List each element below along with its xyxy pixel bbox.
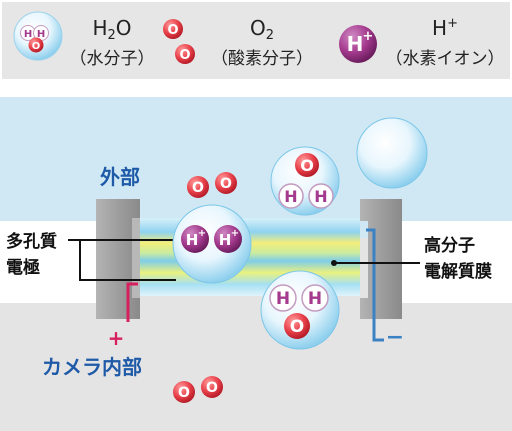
legend-hydrogen-ion-icon: H +: [339, 25, 377, 63]
hion-1-h: H: [186, 231, 199, 249]
legend-water-h1: H: [24, 29, 32, 40]
oxygen-outside-o2: O: [220, 176, 232, 192]
camera-inside-label: カメラ内部: [42, 355, 142, 379]
legend-hydrogen-ion-formula: H+: [432, 16, 458, 40]
legend-oxygen-o2: O: [179, 48, 190, 63]
legend-oxygen-caption: （酸素分子）: [211, 49, 313, 69]
hydrogen-ions-bubble: H + H +: [172, 204, 252, 284]
oxygen-inside-o2: O: [206, 380, 218, 396]
legend-oxygen-o1: O: [167, 23, 178, 38]
water-molecule-bottom: H H O: [260, 270, 340, 350]
legend-panel: [2, 2, 510, 79]
outside-area: [0, 97, 512, 238]
electrode-leader-lines: [68, 239, 176, 281]
membrane-label-2: 電解質膜: [424, 261, 492, 282]
minus-terminal-label: −: [386, 325, 404, 350]
outside-label: 外部: [100, 165, 140, 189]
legend-water-icon: H H O: [13, 11, 63, 61]
water-top-o: O: [300, 156, 314, 175]
plus-terminal-label: +: [108, 326, 125, 350]
legend-oxygen-icon: O O: [163, 19, 195, 64]
oxygen-molecule-inside: O O: [173, 376, 223, 403]
porous-electrode-label-2: 電極: [6, 257, 40, 278]
minus-wire: [366, 228, 384, 342]
water-top-h2: H: [314, 187, 327, 206]
porous-electrode-label-1: 多孔質: [6, 231, 57, 252]
oxygen-outside-o1: O: [192, 180, 204, 196]
legend-water-h2: H: [37, 29, 45, 40]
membrane-leader-dot: [331, 260, 337, 266]
hion-2-plus: +: [231, 228, 239, 239]
legend-oxygen-formula: O2: [250, 16, 274, 43]
oxygen-molecule-outside: O O: [187, 172, 237, 198]
legend-water-formula: H2O: [92, 16, 131, 43]
empty-bubble: [356, 117, 428, 189]
membrane-label-1: 高分子: [424, 235, 475, 256]
water-top-h1: H: [284, 187, 297, 206]
water-bottom-h1: H: [276, 289, 290, 309]
left-electrode-top-strip: [132, 218, 140, 298]
legend-water-o: O: [32, 41, 41, 52]
oxygen-inside-o1: O: [178, 385, 190, 401]
water-molecule-top: O H H: [270, 146, 340, 216]
legend-hydrogen-ion-caption: （水素イオン）: [386, 49, 505, 69]
legend-hion-plus: +: [363, 29, 374, 44]
legend-hion-h: H: [347, 32, 364, 56]
plus-wire: [126, 282, 138, 322]
water-bottom-h2: H: [308, 289, 322, 309]
right-sideband: [402, 221, 512, 303]
hion-1-plus: +: [198, 228, 206, 239]
legend-water-caption: （水分子）: [70, 49, 155, 69]
water-bottom-o: O: [290, 317, 304, 337]
hion-2-h: H: [219, 231, 232, 249]
